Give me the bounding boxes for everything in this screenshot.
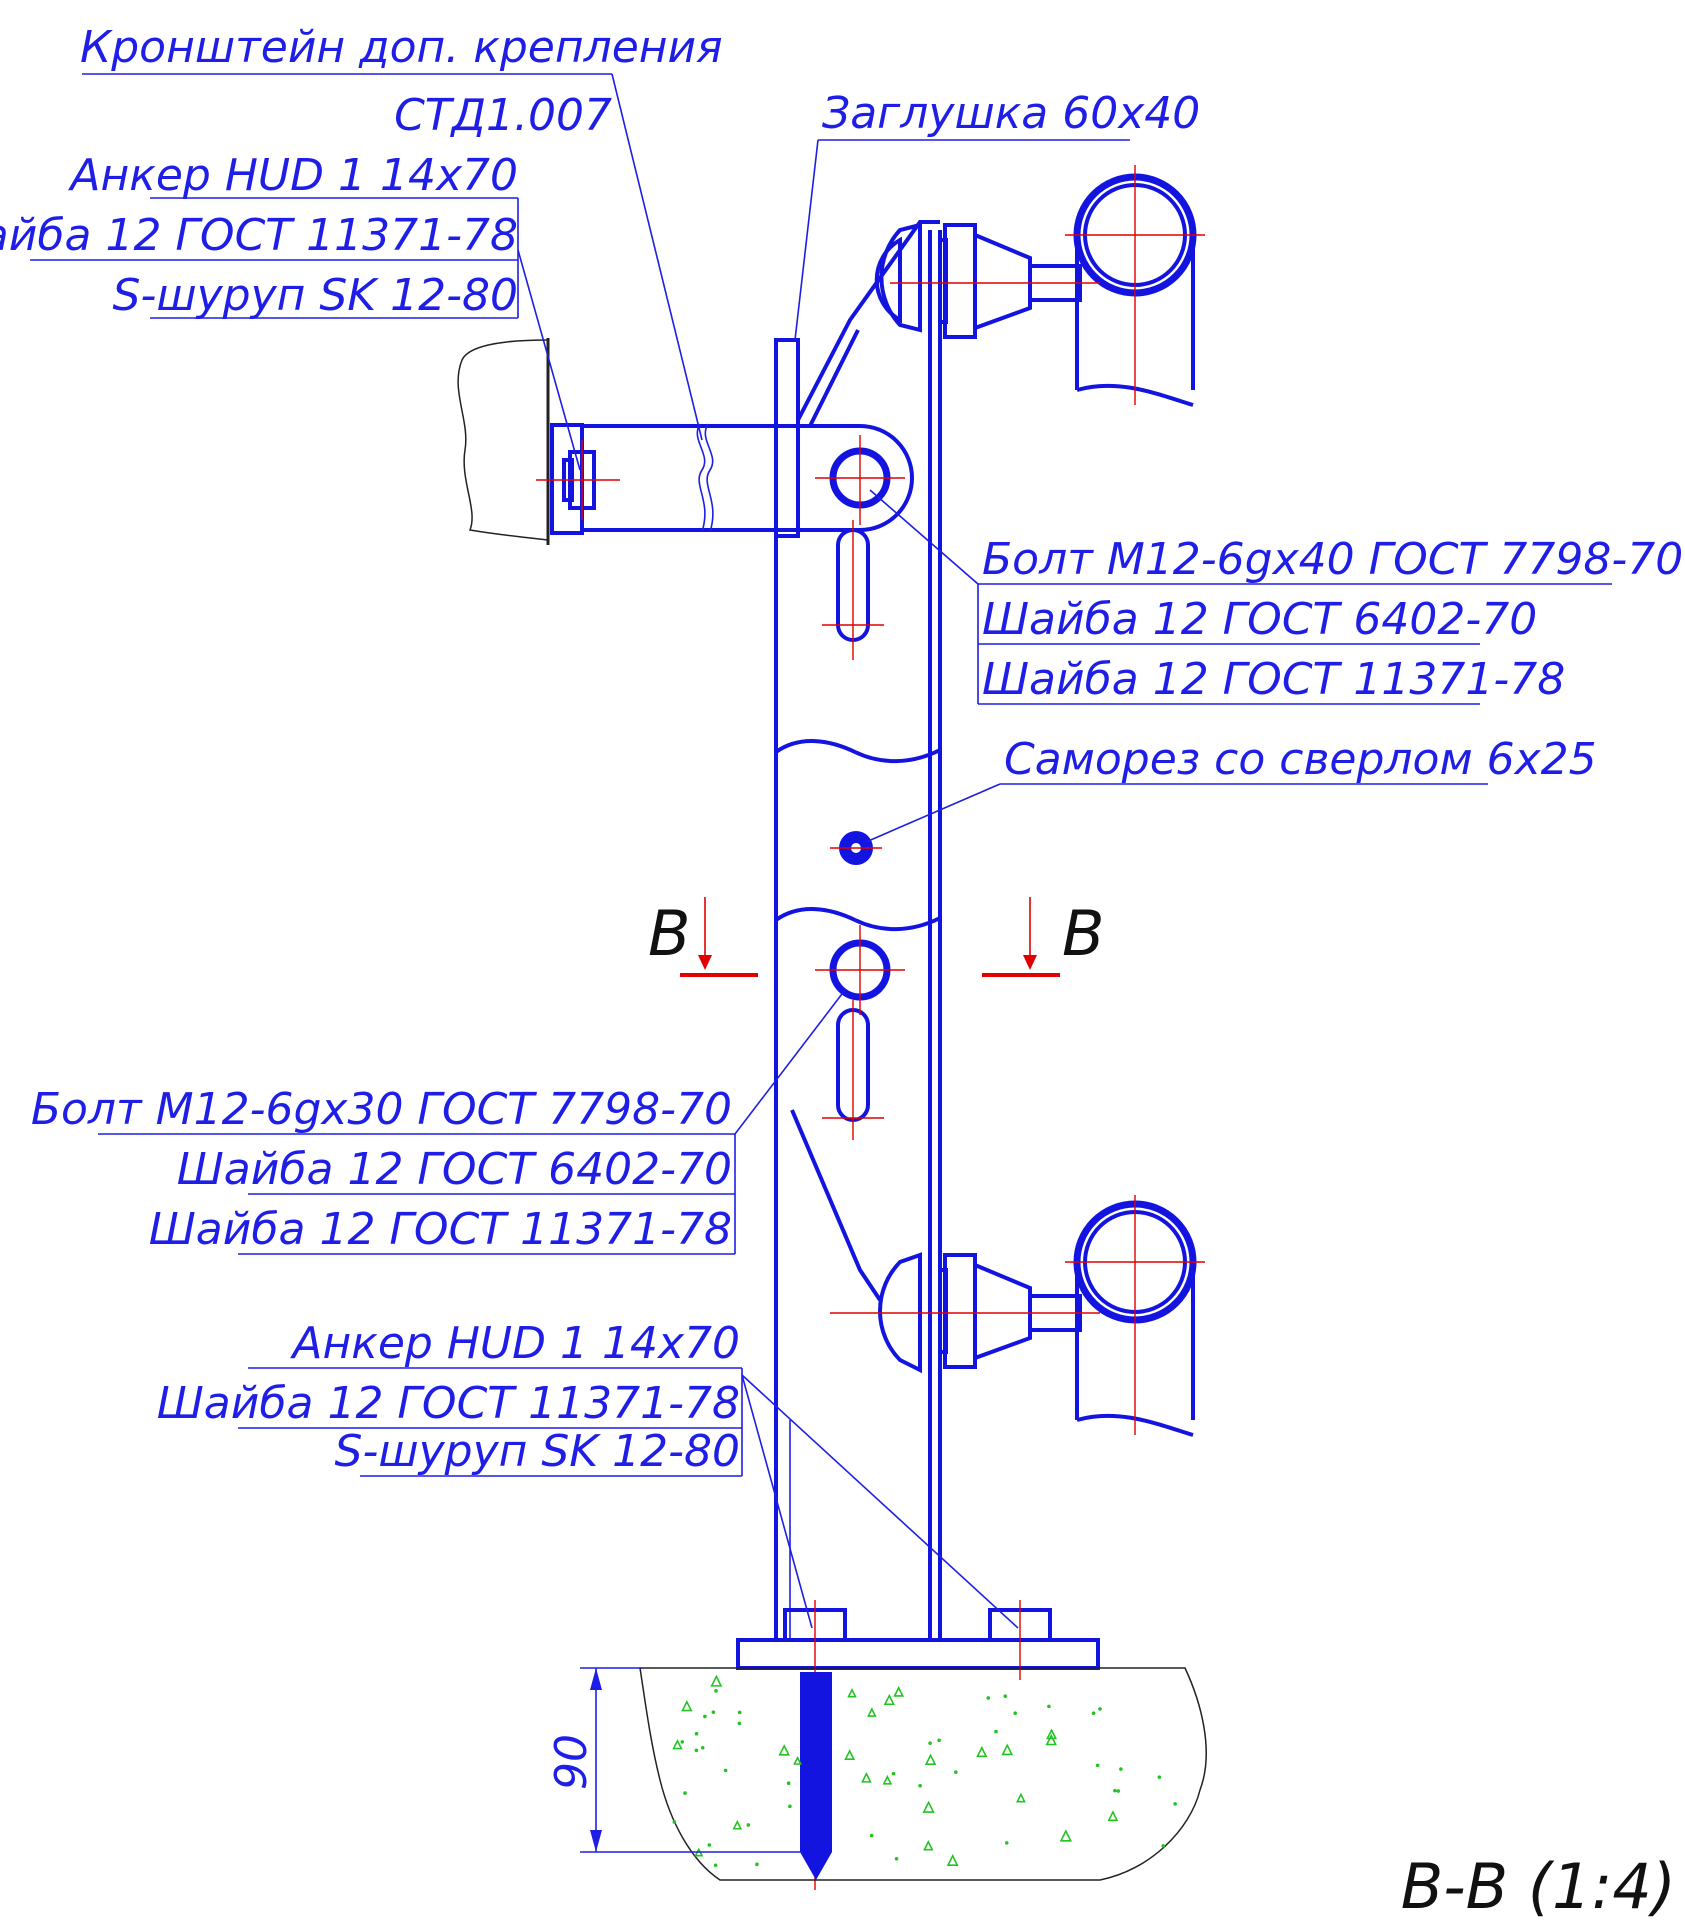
- label-bottom-anchor-2: Шайба 12 ГОСТ 11371-78: [157, 1378, 740, 1429]
- label-screw: Саморез со сверлом 6х25: [1004, 734, 1597, 785]
- section-letter-right: В: [1062, 897, 1105, 970]
- leader-lines: [30, 73, 1612, 1629]
- label-bracket-code: СТД1.007: [394, 90, 612, 141]
- label-top-bolt-2: Шайба 12 ГОСТ 6402-70: [982, 594, 1537, 645]
- label-top-bolt-1: Болт М12-6gх40 ГОСТ 7798-70: [982, 534, 1683, 585]
- view-title: В-В (1:4): [1401, 1850, 1676, 1923]
- dimension-90: 90: [546, 1667, 802, 1853]
- label-mid-bolt-1: Болт М12-6gх30 ГОСТ 7798-70: [31, 1084, 732, 1135]
- label-mid-bolt-2: Шайба 12 ГОСТ 6402-70: [177, 1144, 732, 1195]
- section-marks: В В: [648, 897, 1105, 977]
- lower-rail-holder: [830, 1195, 1205, 1437]
- label-bottom-anchor-3: S-шуруп SK 12-80: [335, 1426, 740, 1477]
- label-mid-bolt-3: Шайба 12 ГОСТ 11371-78: [149, 1204, 732, 1255]
- post: [774, 220, 942, 1640]
- label-bottom-anchor-1: Анкер HUD 1 14х70: [289, 1318, 740, 1369]
- self-drilling-screw: [830, 831, 882, 865]
- label-top-bolt-3: Шайба 12 ГОСТ 11371-78: [982, 654, 1565, 705]
- label-top-anchor-1: Анкер HUD 1 14х70: [67, 150, 518, 201]
- label-top-anchor-3: S-шуруп SK 12-80: [113, 270, 518, 321]
- mid-bolt-hole: [815, 925, 905, 1015]
- top-bolt-hole: [815, 435, 905, 525]
- wall-fragment: [457, 338, 550, 545]
- anchor-bolt: [800, 1672, 832, 1880]
- label-top-anchor-2: Шайба 12 ГОСТ 11371-78: [0, 210, 518, 261]
- annotation-labels: Кронштейн доп. крепления СТД1.007 Заглуш…: [0, 22, 1683, 1923]
- upper-rail-holder: [874, 165, 1205, 407]
- section-letter-left: В: [648, 897, 691, 970]
- dimension-label: 90: [546, 1734, 597, 1790]
- label-bracket-name: Кронштейн доп. крепления: [80, 22, 723, 73]
- concrete-base: [639, 1667, 1207, 1881]
- base-plate: [736, 1600, 1100, 1890]
- label-cap: Заглушка 60х40: [822, 88, 1200, 139]
